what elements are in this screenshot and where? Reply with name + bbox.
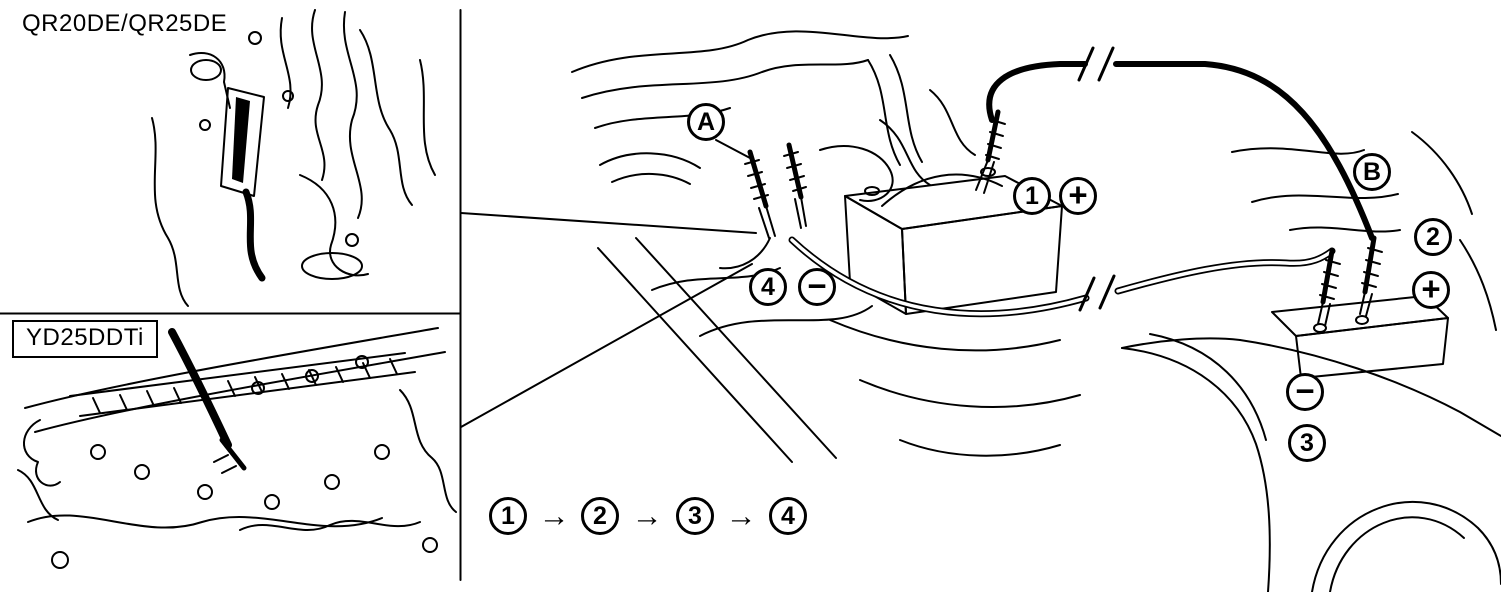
cable-clamps-a xyxy=(744,109,1006,239)
vehicle-b-body-art xyxy=(1121,131,1501,592)
minus-terminal-b-icon: − xyxy=(1286,373,1324,411)
arrow-right-icon: → xyxy=(725,498,757,533)
cable-clamps-b xyxy=(1317,235,1383,327)
panel-label-qr20de-qr25de: QR20DE/QR25DE xyxy=(22,10,228,38)
panel-dividers xyxy=(0,9,462,581)
plus-terminal-b-icon: + xyxy=(1412,271,1450,309)
callout-step-3: 3 xyxy=(1288,424,1326,462)
plus-terminal-a-icon: + xyxy=(1059,177,1097,215)
battery-b-art xyxy=(1271,295,1449,379)
booster-cable-negative xyxy=(719,236,1336,318)
battery-a-art xyxy=(844,167,1063,315)
callout-step-1: 1 xyxy=(1013,177,1051,215)
callout-step-4: 4 xyxy=(749,268,787,306)
yd-engine-art xyxy=(17,327,457,569)
arrow-right-icon: → xyxy=(538,498,570,533)
sequence-step-1: 1 xyxy=(489,497,527,535)
panel-label-yd25ddti: YD25DDTi xyxy=(12,320,158,358)
booster-cable-positive xyxy=(986,46,1375,241)
leader-lines xyxy=(460,212,757,428)
callout-battery-b: B xyxy=(1353,153,1391,191)
arrow-right-icon: → xyxy=(631,498,663,533)
sequence-step-4: 4 xyxy=(769,497,807,535)
sequence-step-3: 3 xyxy=(676,497,714,535)
qr-engine-art xyxy=(151,9,436,307)
callout-battery-a: A xyxy=(687,103,725,141)
callout-step-2: 2 xyxy=(1414,218,1452,256)
minus-terminal-a-icon: − xyxy=(798,268,836,306)
sequence-step-2: 2 xyxy=(581,497,619,535)
vehicle-a-engine-art xyxy=(571,30,1081,463)
